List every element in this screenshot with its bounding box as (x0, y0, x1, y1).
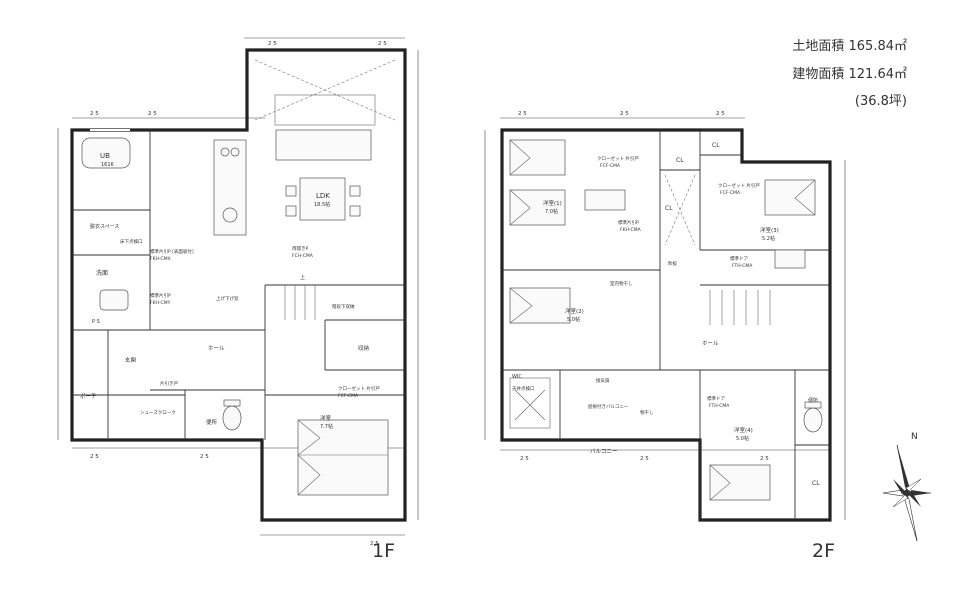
room-yo3-size: 5.2帖 (762, 235, 775, 242)
floor1-plan: UB 1616 LDK 18.5帖 洗面 脱衣スペース P S 床下点検口 玄関… (57, 37, 419, 562)
room-kodou: 床下点検口 (120, 238, 143, 245)
note-win-a: 標準片引P (618, 219, 639, 226)
room-ub-size: 1616 (101, 162, 114, 168)
note-door1b-1f: FCH-CMA (292, 253, 314, 259)
room-hall-1f: ホール (208, 345, 225, 352)
dim-1f-c: 2 5 (268, 41, 277, 47)
compass-north: N (911, 432, 918, 442)
room-ldk-size: 18.5帖 (314, 201, 330, 208)
room-fukinuke: 吹抜 (668, 260, 677, 267)
note-sliding-1f: 片引き戸 (160, 380, 178, 387)
room-yo4: 洋室(4) (734, 426, 753, 434)
room-shuno-1f: 収納 (358, 344, 370, 352)
room-balcony: バルコニー (590, 448, 617, 455)
note-door-a2-3: FCF-CMA (720, 190, 741, 196)
note-door-b2: FTH-CMA (732, 263, 753, 269)
room-kanki: 換気扇 (596, 377, 610, 384)
room-yo1-size: 7.0帖 (545, 208, 558, 215)
dim-2f-b: 2 5 (620, 111, 629, 117)
floor1-label: 1F (372, 540, 395, 562)
room-ps: P S (92, 319, 100, 325)
note-glass-1f: 上げ下げ窓 (216, 295, 239, 302)
room-shoe-cl: シューズクローク (140, 409, 176, 416)
note-shitsu: 室内物干し (610, 280, 633, 287)
note-win-a2: FKH-CMA (620, 227, 642, 233)
room-youshitsu-size-1f: 7.7帖 (320, 423, 333, 430)
dim-2f-c: 2 5 (716, 111, 725, 117)
room-yo4-size: 5.0帖 (736, 435, 749, 442)
room-cl-c: CL (712, 142, 720, 149)
dim-2f-a: 2 5 (518, 111, 527, 117)
room-ldk: LDK (316, 192, 330, 200)
room-genkan: 玄関 (125, 356, 137, 364)
dim-1f-f: 2 5 (200, 454, 209, 460)
room-kaidan-1f: 階段下収納 (332, 303, 355, 310)
stairs-2f (709, 290, 771, 325)
tsubo: (36.8坪) (854, 94, 907, 109)
building-area: 建物面積 121.64㎡ (792, 67, 907, 82)
note-door-b: 標準ドア (730, 255, 748, 262)
note-door2-1f: クローゼット 片引戸 (338, 385, 380, 392)
room-ub: UB (100, 152, 110, 160)
note-window1b-1f: FKH-CMX (150, 256, 171, 262)
note-door-b2-4: FTH-CMA (709, 403, 730, 409)
room-hoshi: 物干し (640, 409, 654, 416)
dim-1f-b: 2 5 (148, 111, 157, 117)
room-porch: ポーチ (80, 393, 97, 400)
room-toilet-1f: 便所 (206, 418, 218, 426)
room-yo3: 洋室(3) (760, 226, 779, 234)
note-window2b-1f: FKH-CMY (150, 300, 171, 306)
compass: N (882, 432, 931, 542)
note-door-b-4: 標準ドア (707, 395, 725, 402)
room-yo2: 洋室(2) (565, 307, 584, 315)
floor2-plan: 洋室(1) 7.0帖 洋室(2) 5.0帖 洋室(3) 5.2帖 洋室(4) 5… (484, 111, 846, 562)
room-yo2-size: 5.0帖 (567, 316, 580, 323)
dim-2f-f: 2 5 (760, 456, 769, 462)
stairs-1f (284, 285, 316, 320)
room-cl-d: CL (812, 480, 820, 487)
room-hall-2f: ホール (702, 340, 719, 347)
note-door1-1f: 両開きP (292, 246, 308, 252)
room-youshitsu-1f: 洋室 (320, 414, 332, 422)
room-yo1: 洋室(1) (543, 199, 562, 207)
room-wic: WIC (512, 374, 522, 380)
room-senmen: 洗面 (96, 269, 108, 277)
room-datsui: 脱衣スペース (90, 223, 119, 230)
floor2-label: 2F (812, 540, 835, 562)
note-door2b-1f: FCF-CMA (338, 393, 359, 399)
dim-2f-d: 2 5 (520, 456, 529, 462)
dim-1f-d: 2 5 (378, 41, 387, 47)
land-area: 土地面積 165.84㎡ (792, 39, 907, 54)
dim-2f-e: 2 5 (640, 456, 649, 462)
note-kaidan-up: 上 (300, 274, 305, 281)
room-toilet-2f: 便所 (808, 397, 818, 404)
room-cl-a: CL (676, 157, 684, 164)
dim-1f-g: 2 5 (370, 541, 379, 547)
note-window2-1f: 標準片引P (150, 292, 171, 299)
note-door-a2: FCF-CMA (600, 163, 621, 169)
room-cl-b: CL (665, 205, 673, 212)
room-tenjo: 天井点検口 (512, 385, 535, 392)
room-balcony-roof: 屋根付きバルコニー (588, 403, 629, 410)
dim-1f-a: 2 5 (90, 111, 99, 117)
dim-1f-e: 2 5 (90, 454, 99, 460)
note-door-a-3: クローゼット 片引戸 (718, 182, 760, 189)
note-window1-1f: 標準片引P [表面吸付] (150, 248, 194, 255)
note-door-a: クローゼット 片引戸 (597, 155, 639, 162)
